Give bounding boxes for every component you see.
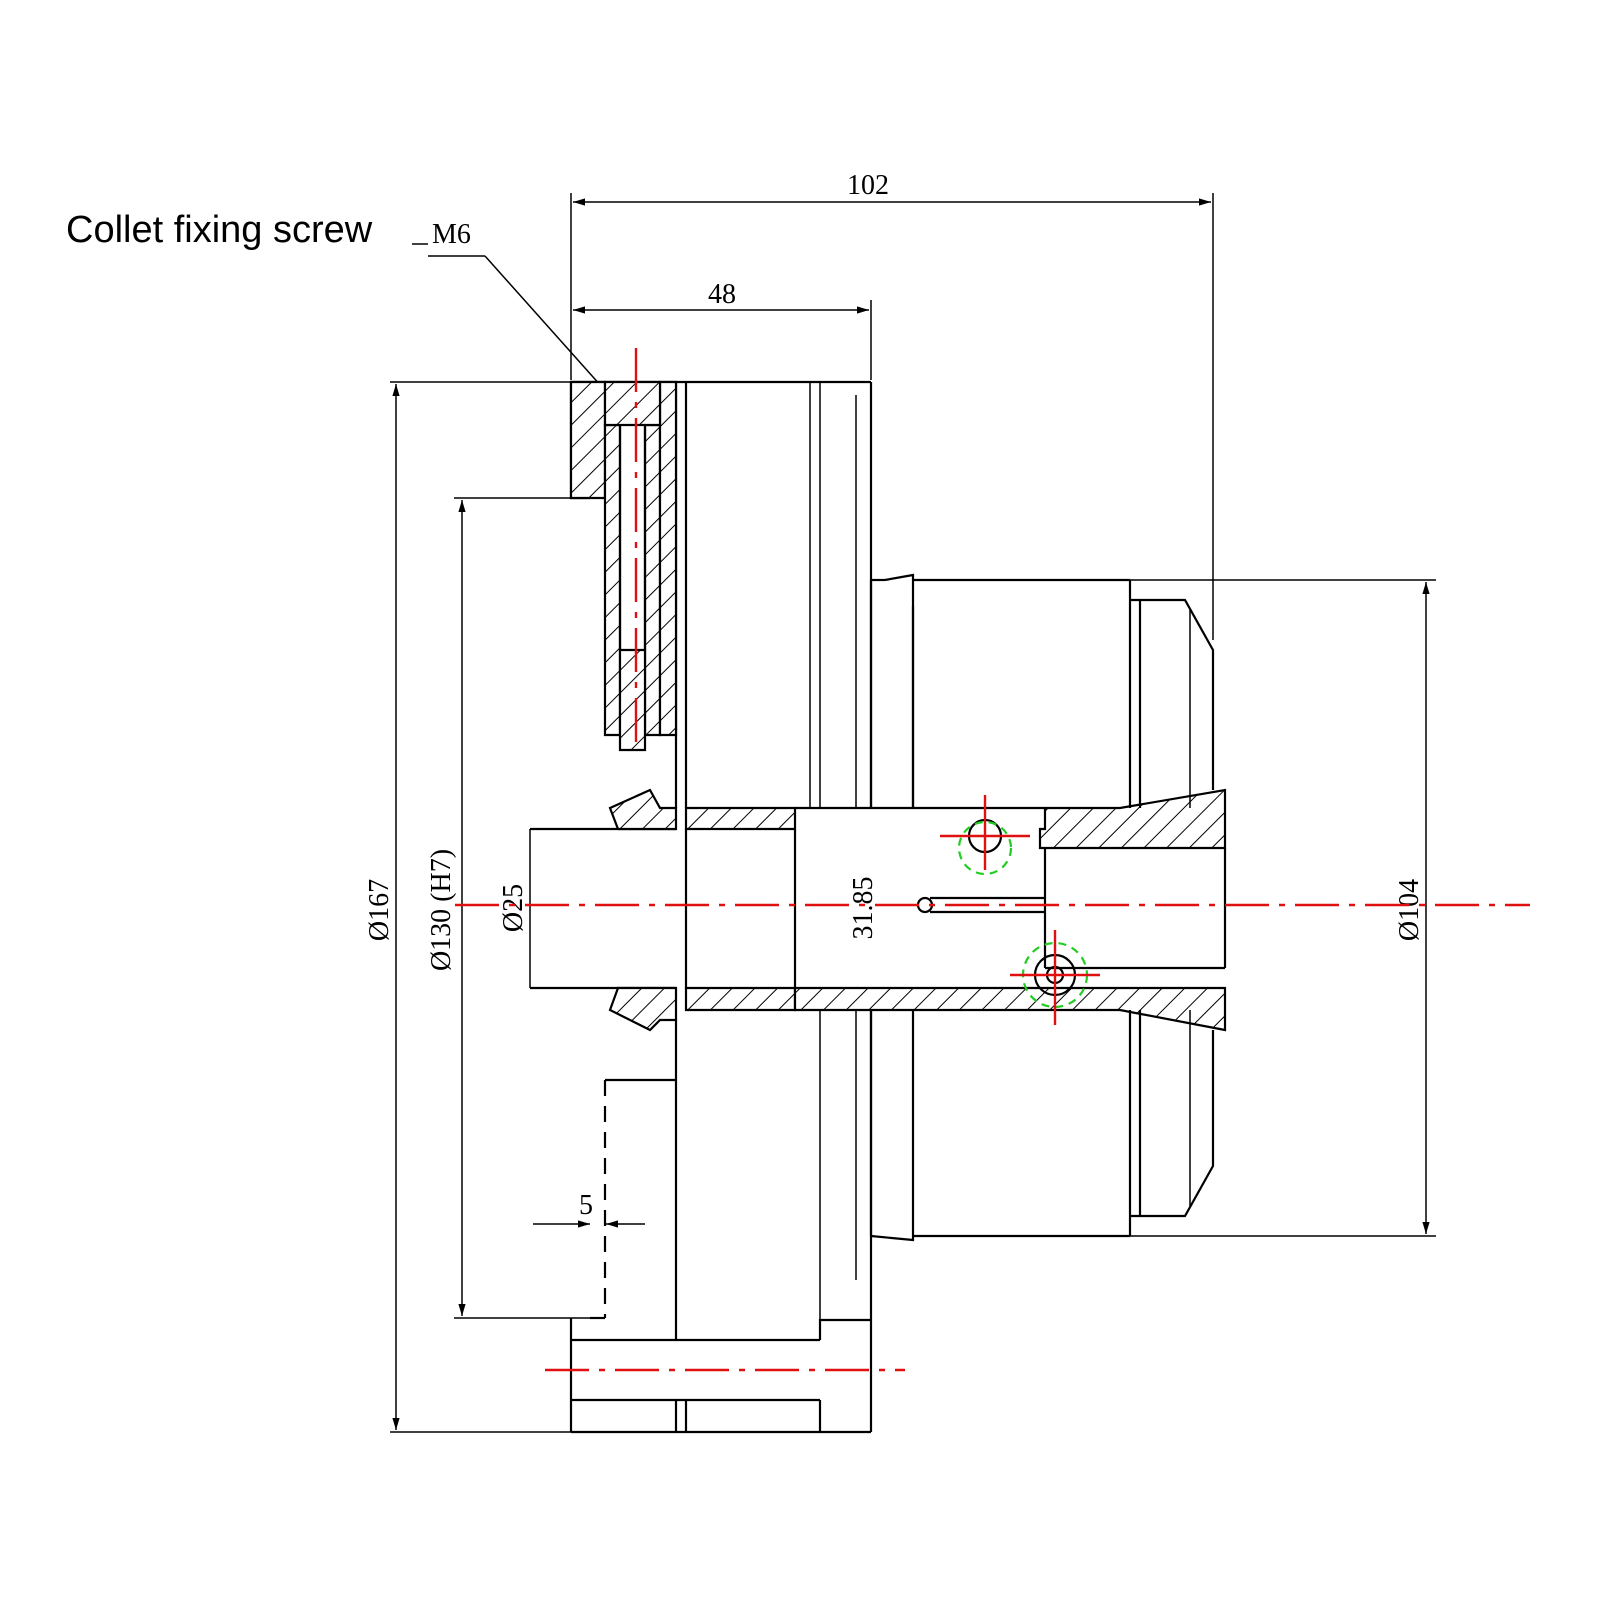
dim-outer-diameter: Ø167 (364, 381, 571, 1433)
callout: Collet fixing screw M6 (66, 209, 611, 397)
callout-label: Collet fixing screw (66, 209, 373, 251)
dim-pilot-diameter-value: Ø130 (H7) (426, 849, 457, 971)
dim-bore-diameter-value: Ø25 (498, 884, 529, 932)
dim-inner-value: 31.85 (848, 877, 879, 940)
central-bore (530, 788, 1227, 1032)
collet-nut (869, 573, 1215, 1242)
dim-bore-diameter: Ø25 (498, 829, 531, 988)
dim-overall-length-value: 102 (847, 170, 889, 201)
callout-leader (484, 255, 611, 397)
pin-upper (940, 795, 1030, 876)
flange-section-top (569, 380, 678, 752)
dim-pilot-diameter: Ø130 (H7) (426, 497, 590, 1319)
callout-thread: M6 (432, 219, 471, 250)
dim-overall-length: 102 (570, 170, 1214, 640)
dim-collet-diameter: Ø104 (1130, 579, 1436, 1237)
dim-step: 5 (533, 1190, 645, 1228)
pin-lower (1010, 930, 1100, 1025)
dim-outer-diameter-value: Ø167 (364, 879, 395, 941)
dim-collet-diameter-value: Ø104 (1394, 879, 1425, 941)
dim-step-value: 5 (579, 1190, 593, 1221)
dim-body-length: 48 (573, 279, 872, 380)
dim-inner: 31.85 (848, 877, 879, 940)
dim-body-length-value: 48 (708, 279, 736, 310)
